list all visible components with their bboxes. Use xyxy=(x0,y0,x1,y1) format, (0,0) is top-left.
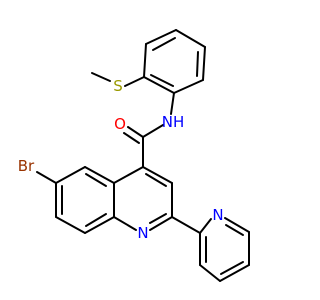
bond-ph-inner2 xyxy=(196,51,199,77)
bond-q4 xyxy=(113,216,137,231)
bond-ph-n xyxy=(170,92,175,115)
bond-q-inner1 xyxy=(145,173,167,187)
bond-ph5 xyxy=(173,79,204,94)
bond-c-o-b xyxy=(123,132,140,144)
bond-py-inner2 xyxy=(220,261,244,275)
methylthio-group xyxy=(91,72,145,87)
bond-c-br xyxy=(36,171,57,184)
molecule-structure: Br S O NH N N xyxy=(18,29,250,282)
bond-q1 xyxy=(142,166,173,184)
bond-b-inner1 xyxy=(85,173,107,187)
bond-q-py xyxy=(171,216,201,234)
bond-ph2 xyxy=(145,29,177,45)
atom-label-o: O xyxy=(114,115,126,133)
bond-py4 xyxy=(219,264,250,282)
molecule-canvas: Br S O NH N N xyxy=(18,29,250,282)
bond-n-c xyxy=(142,124,164,138)
atom-label-nh: NH xyxy=(162,113,185,131)
atom-label-n-quinoline: N xyxy=(137,224,148,242)
bond-c-o-a xyxy=(127,126,144,138)
bond-q3 xyxy=(149,216,173,231)
bond-ph3 xyxy=(175,29,206,48)
bond-q6 xyxy=(113,166,144,184)
bond-ph1 xyxy=(143,43,147,78)
bond-b2 xyxy=(55,166,86,184)
bond-ch3-s xyxy=(91,72,111,82)
atom-labels: Br S O NH N N xyxy=(18,77,224,242)
bond-ph4 xyxy=(202,46,206,81)
bond-ph-inner1 xyxy=(152,37,176,51)
phenyl-ring xyxy=(143,29,206,94)
amide-group xyxy=(123,92,175,168)
bond-b1 xyxy=(84,166,115,184)
quinoline-benzene-ring xyxy=(55,166,115,234)
bond-py1 xyxy=(199,218,212,234)
bond-py-inner1 xyxy=(225,224,244,236)
atom-label-br: Br xyxy=(18,157,35,175)
quinoline-pyridine-ring xyxy=(113,166,173,231)
bond-b5 xyxy=(84,216,115,234)
pyridinyl-ring xyxy=(171,216,250,282)
atom-label-n-pyridine: N xyxy=(212,206,223,224)
bond-q-inner2 xyxy=(149,213,167,224)
bond-ph6 xyxy=(143,76,175,94)
bond-b-inner3 xyxy=(85,213,107,227)
atom-label-s: S xyxy=(113,77,123,95)
bond-py5 xyxy=(199,264,221,282)
bond-s-ring xyxy=(124,76,145,87)
bond-b4 xyxy=(55,216,86,234)
bond-ph-inner3 xyxy=(150,74,174,87)
bond-py2 xyxy=(224,217,250,233)
